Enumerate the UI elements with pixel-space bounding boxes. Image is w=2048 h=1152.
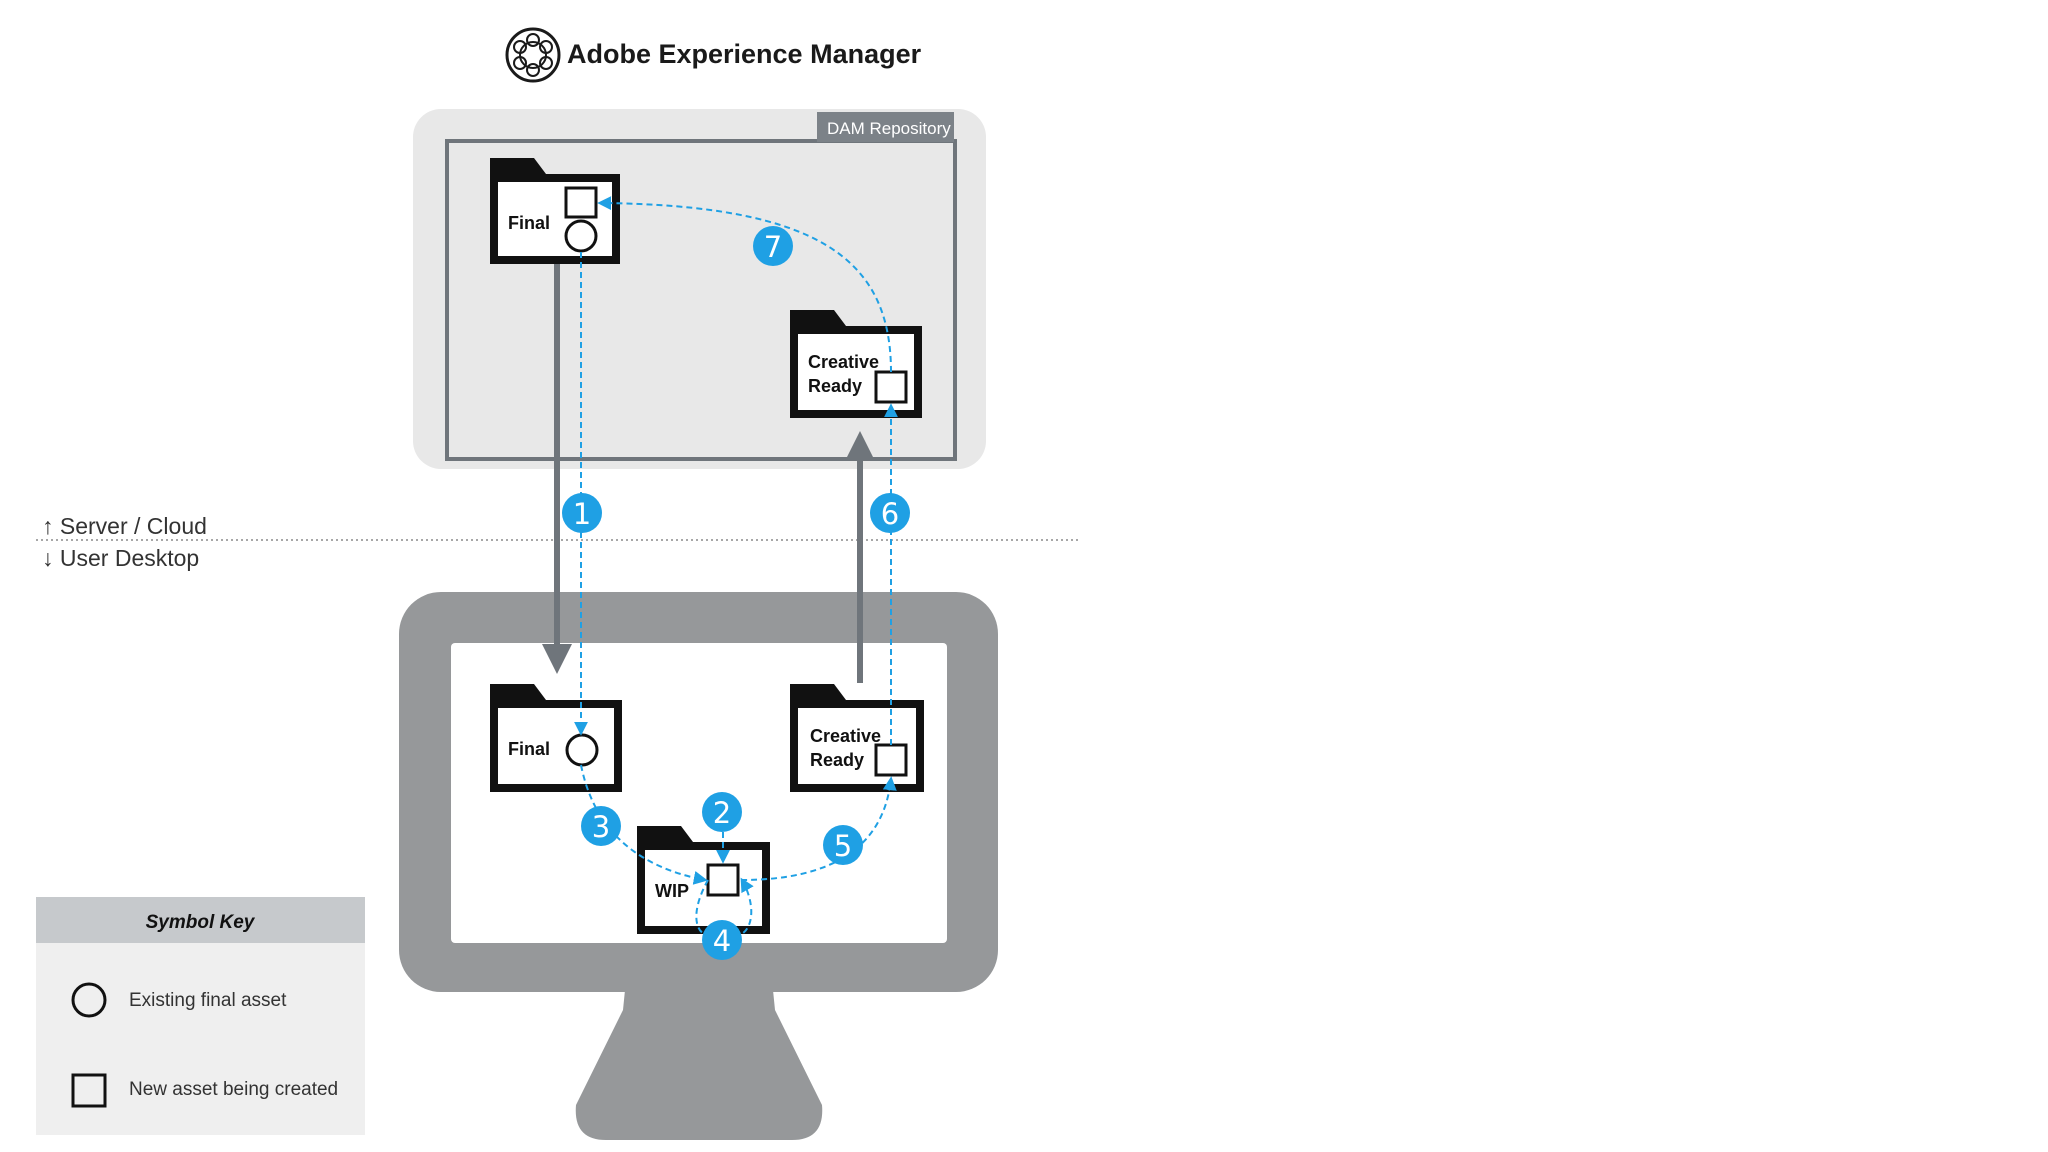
monitor-stand <box>575 990 823 1140</box>
symbol-key-header <box>36 897 365 943</box>
circle-icon <box>565 733 599 767</box>
path-step-3 <box>580 764 708 885</box>
desktop-monitor: Final Creative Ready WIP <box>399 592 998 1140</box>
dam-creative-ready-folder: Creative Ready <box>790 310 922 418</box>
square-icon <box>564 186 598 219</box>
step-marker-6: 6 <box>870 493 910 533</box>
dam-creative-ready-label-2: Ready <box>808 376 862 396</box>
desktop-creative-ready-folder: Creative Ready <box>790 684 924 792</box>
dam-frame <box>445 139 957 461</box>
dam-repository: DAM Repository Final Creative Ready <box>413 109 986 469</box>
step-marker-5: 5 <box>823 825 863 865</box>
dam-badge <box>817 112 954 142</box>
symbol-key: Symbol Key Existing final asset New asse… <box>36 897 365 1135</box>
symbol-key-title: Symbol Key <box>146 912 256 933</box>
dam-badge-label: DAM Repository <box>827 119 951 138</box>
dam-final-folder: Final <box>490 158 620 264</box>
sync-arrows <box>542 264 875 683</box>
step-marker-4: 4 <box>702 920 742 960</box>
square-icon <box>71 1073 107 1108</box>
step-number-6: 6 <box>881 497 899 531</box>
step-number-2: 2 <box>713 796 731 830</box>
symbol-key-item-label: New asset being created <box>129 1079 338 1100</box>
circle-icon <box>71 982 107 1018</box>
dam-final-label: Final <box>508 213 550 233</box>
step-number-4: 4 <box>713 924 731 958</box>
desktop-final-label: Final <box>508 739 550 759</box>
desktop-creative-ready-label-2: Ready <box>810 750 864 770</box>
step-marker-3: 3 <box>581 806 621 846</box>
header: Adobe Experience Manager <box>505 27 922 83</box>
step-number-7: 7 <box>764 230 782 264</box>
zone-server-label: ↑ Server / Cloud <box>42 513 207 539</box>
step-markers: 1 2 3 4 5 6 7 <box>562 226 910 960</box>
zone-separator: ↑ Server / Cloud ↓ User Desktop <box>36 513 1080 571</box>
aem-logo-icon <box>505 27 561 83</box>
circle-icon <box>564 219 598 253</box>
step-marker-7: 7 <box>753 226 793 266</box>
desktop-final-folder: Final <box>490 684 622 792</box>
step-number-5: 5 <box>834 829 852 863</box>
path-step-7 <box>597 196 892 373</box>
square-icon <box>706 863 740 897</box>
dam-creative-ready-label-1: Creative <box>808 352 879 372</box>
desktop-wip-label: WIP <box>655 881 689 901</box>
header-title: Adobe Experience Manager <box>567 39 922 69</box>
square-icon <box>874 743 908 777</box>
desktop-wip-folder: WIP <box>637 826 770 934</box>
square-icon <box>874 370 908 404</box>
step-marker-1: 1 <box>562 493 602 533</box>
symbol-key-item-label: Existing final asset <box>129 990 287 1011</box>
zone-desktop-label: ↓ User Desktop <box>42 545 199 571</box>
desktop-creative-ready-label-1: Creative <box>810 726 881 746</box>
step-marker-2: 2 <box>702 792 742 832</box>
step-number-1: 1 <box>573 497 591 531</box>
step-number-3: 3 <box>592 810 610 844</box>
